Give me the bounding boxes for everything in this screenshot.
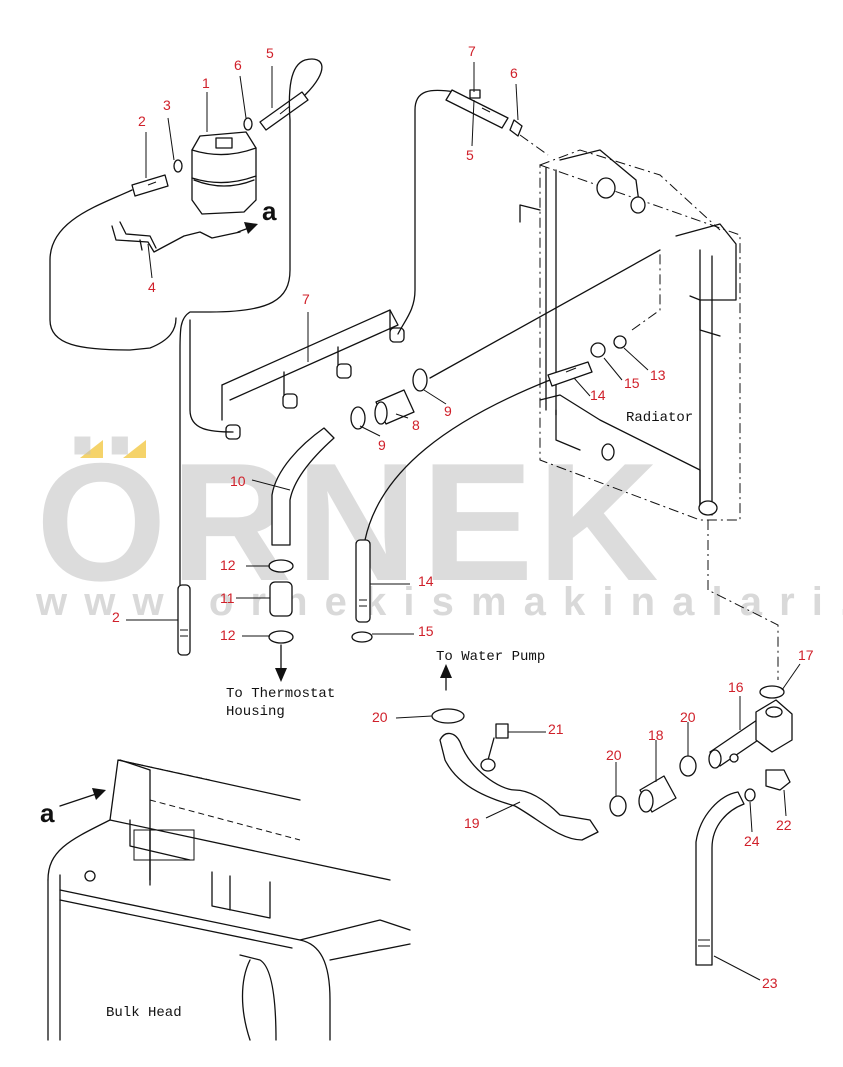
watermark: ÖRNEK w w w . o r n e k i s m a k i n a …	[35, 428, 843, 624]
watermark-accent-right	[123, 440, 146, 458]
clamp-9-right	[412, 368, 428, 392]
hose-11	[269, 581, 293, 617]
view-letter-top: a	[262, 196, 277, 226]
overflow-hose	[179, 58, 323, 586]
callout-12-upper: 12	[220, 557, 236, 573]
bracket-4	[111, 221, 241, 253]
clamp-6-left	[243, 117, 253, 131]
text-labels: Radiator To Water Pump To Thermostat Hou…	[106, 410, 693, 1021]
arrow-to-water-pump	[440, 664, 452, 678]
callout-16: 16	[728, 679, 744, 695]
callout-5-right: 5	[466, 147, 474, 163]
arrow-to-thermostat	[275, 668, 287, 682]
watermark-url: w w w . o r n e k i s m a k i n a l a r …	[35, 580, 843, 624]
callout-7-tube: 7	[302, 291, 310, 307]
hose-2-lower	[177, 584, 191, 656]
watermark-brand: ÖRNEK	[36, 428, 663, 616]
view-arrow-bulkhead	[92, 788, 106, 800]
label-to-thermostat-2: Housing	[226, 704, 285, 720]
callout-14-upper: 14	[590, 387, 606, 403]
callout-4: 4	[148, 279, 156, 295]
callout-6-right: 6	[510, 65, 518, 81]
hose-19	[439, 732, 599, 841]
callout-9-right: 9	[444, 403, 452, 419]
callout-24: 24	[744, 833, 760, 849]
pipe-16	[708, 699, 793, 769]
bulk-head	[47, 759, 411, 1041]
callout-8: 8	[412, 417, 420, 433]
connector-line-9	[429, 249, 661, 379]
callout-14-lower: 14	[418, 573, 434, 589]
callout-20-right: 20	[680, 709, 696, 725]
callout-2-lower: 2	[112, 609, 120, 625]
clamp-13	[613, 335, 627, 349]
callout-19: 19	[464, 815, 480, 831]
align-line-3	[519, 134, 549, 156]
watermark-accent-left	[80, 440, 103, 458]
align-line-4	[631, 250, 661, 331]
valve-22	[765, 769, 791, 791]
clamp-3	[173, 159, 183, 173]
callout-13: 13	[650, 367, 666, 383]
label-to-water-pump: To Water Pump	[436, 649, 545, 665]
clamp-15-lower	[351, 631, 373, 643]
washer-24	[744, 788, 756, 802]
callout-15-lower: 15	[418, 623, 434, 639]
callout-3: 3	[163, 97, 171, 113]
label-radiator: Radiator	[626, 410, 693, 426]
clamp-12-upper	[268, 559, 294, 573]
label-bulk-head: Bulk Head	[106, 1005, 182, 1021]
connector-line-14	[364, 379, 551, 541]
hose-14-upper	[547, 361, 593, 387]
callout-10: 10	[230, 473, 246, 489]
callout-21: 21	[548, 721, 564, 737]
clamp-20-left	[431, 708, 465, 724]
clamp-20-right	[679, 755, 697, 777]
callout-5-left: 5	[266, 45, 274, 61]
callout-9-left: 9	[378, 437, 386, 453]
callout-7-top: 7	[468, 43, 476, 59]
label-to-thermostat-1: To Thermostat	[226, 686, 335, 702]
callout-18: 18	[648, 727, 664, 743]
clamp-21	[480, 723, 509, 772]
clamp-9-left	[350, 406, 366, 430]
callout-12-lower: 12	[220, 627, 236, 643]
hose-5-right	[445, 89, 523, 137]
degas-tube-7	[189, 89, 456, 440]
leader-lines	[126, 62, 801, 981]
view-letter-bulkhead: a	[40, 798, 55, 828]
callout-6-left: 6	[234, 57, 242, 73]
hose-8	[374, 389, 415, 425]
clamp-12-lower	[268, 630, 294, 644]
callouts: 1 2 3 4 5 6 7 6 5 7 8 9 9 10 12 11 12 2 …	[112, 43, 814, 991]
callout-2-upper: 2	[138, 113, 146, 129]
callout-11: 11	[220, 590, 235, 606]
callout-17: 17	[798, 647, 814, 663]
callout-22: 22	[776, 817, 792, 833]
hose-23	[695, 791, 745, 966]
hose-10	[271, 427, 335, 546]
callout-1: 1	[202, 75, 210, 91]
gasket-17	[759, 685, 785, 699]
callout-23: 23	[762, 975, 778, 991]
align-line-2	[707, 520, 779, 680]
clamp-15-top	[590, 342, 606, 358]
hose-14-lower	[355, 539, 371, 623]
reservoir-tank	[191, 131, 257, 215]
hose-2-upper	[49, 174, 177, 351]
callout-20-center: 20	[606, 747, 622, 763]
clamp-20-center	[609, 795, 627, 817]
callout-20-left: 20	[372, 709, 388, 725]
callout-15-upper: 15	[624, 375, 640, 391]
